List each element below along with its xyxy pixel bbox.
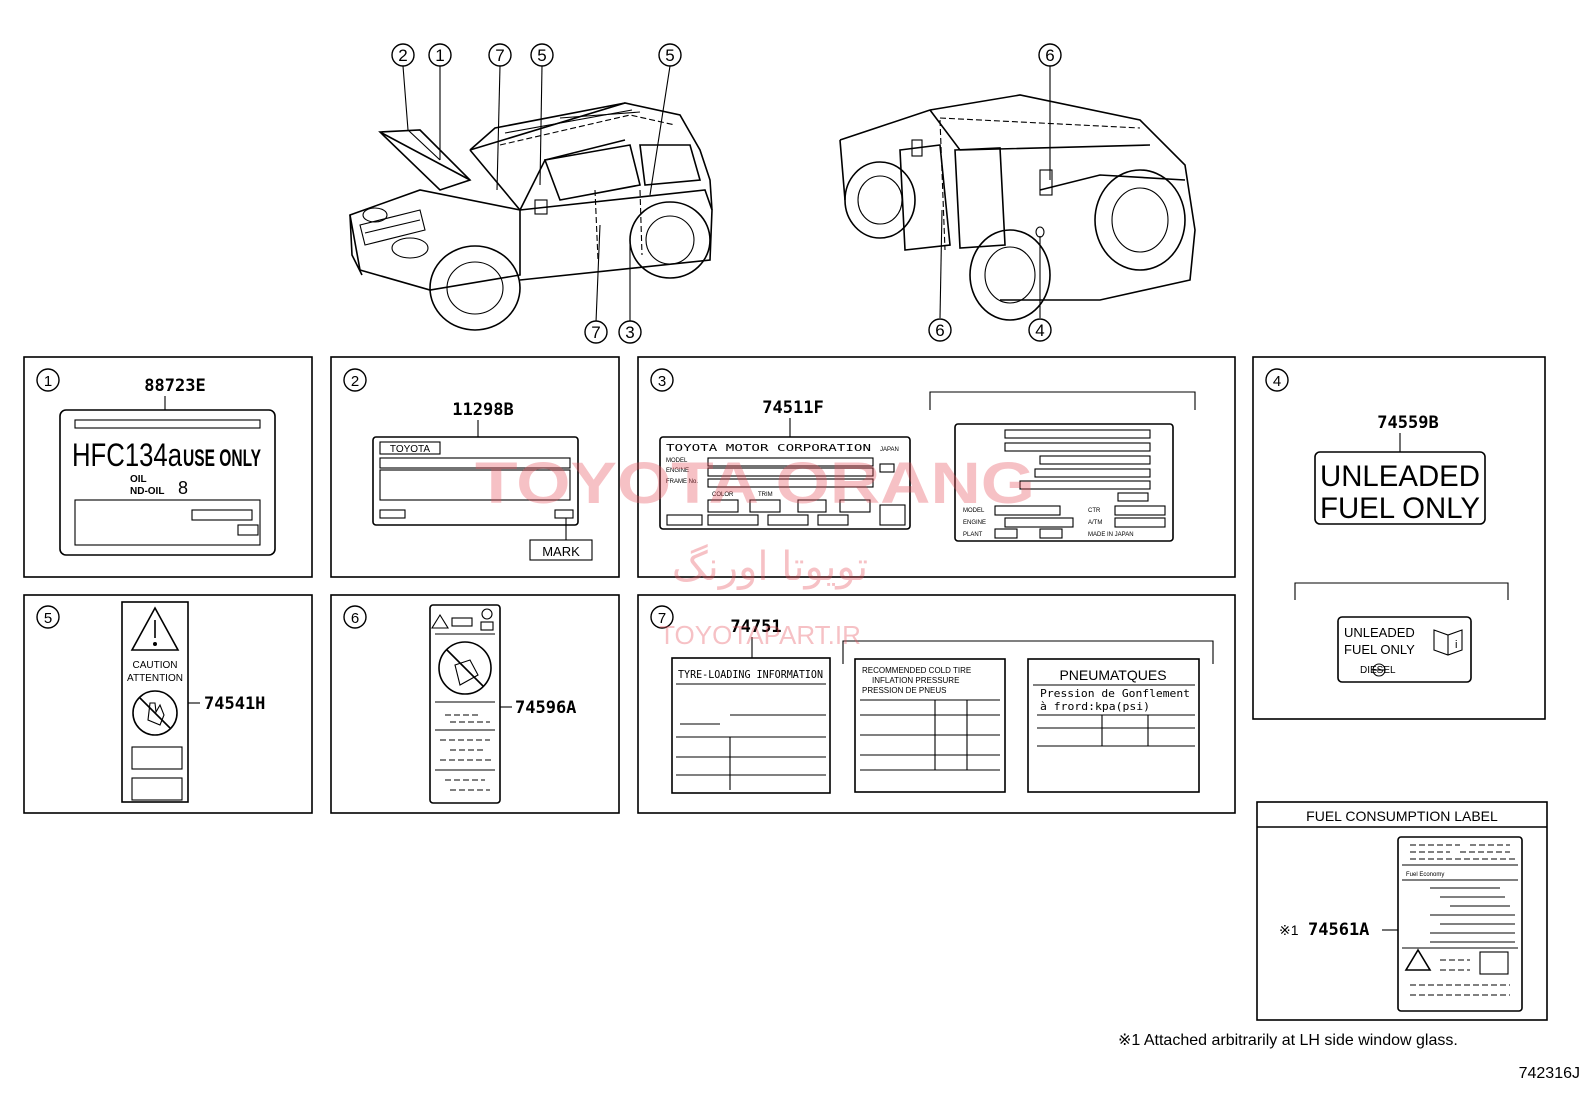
front-vehicle-drawing (349, 102, 713, 331)
svg-text:MODEL: MODEL (666, 458, 688, 464)
svg-text:TOYOTA ORANG: TOYOTA ORANG (475, 451, 1035, 516)
svg-text:تویوتا اورنگ: تویوتا اورنگ (672, 544, 868, 590)
hfc134a-text: HFC134a (72, 437, 182, 473)
svg-text:MADE IN JAPAN: MADE IN JAPAN (1088, 532, 1134, 538)
svg-text:MODEL: MODEL (963, 508, 985, 514)
svg-text:8: 8 (178, 478, 188, 498)
svg-text:i: i (1455, 639, 1457, 651)
callout-6-top: 6 (1038, 43, 1062, 67)
triangle-logo-icon (1404, 948, 1432, 971)
fuel-only-text: FUEL ONLY (1320, 492, 1480, 525)
watermark: TOYOTA ORANG تویوتا اورنگ TOYOTAPART.IR (475, 451, 1035, 650)
svg-text:1: 1 (44, 373, 52, 390)
svg-text:PLANT: PLANT (963, 532, 983, 538)
svg-text:6: 6 (935, 321, 944, 340)
callout-5-top-a: 5 (530, 43, 554, 67)
panel-6: 6 74596A (330, 594, 620, 814)
svg-text:ND-OIL: ND-OIL (130, 486, 164, 497)
svg-text:Pression de Gonflement: Pression de Gonflement (1040, 687, 1190, 700)
svg-text:5: 5 (44, 610, 52, 627)
diagram-id: 742316J (1519, 1065, 1580, 1082)
panel-2: 2 11298B TOYOTA MARK (330, 356, 620, 578)
footnote: ※1 Attached arbitrarily at LH side windo… (1118, 1032, 1458, 1049)
front-vehicle-leaders (402, 65, 671, 323)
part-number-74751: 74751 (730, 617, 781, 637)
toyota-brand-text: TOYOTA (390, 444, 431, 455)
no-hand-icon (132, 690, 178, 736)
svg-text:TYRE-LOADING INFORMATION: TYRE-LOADING INFORMATION (678, 668, 823, 681)
panel-7: 7 74751 TYRE-LOADING INFORMATION RECOMME… (637, 594, 1236, 814)
callout-3-bottom: 3 (618, 320, 642, 344)
unleaded-text: UNLEADED (1320, 460, 1480, 493)
panel-5: 5 CAUTION ATTENTION 74541H (23, 594, 313, 814)
svg-text:INFLATION PRESSURE: INFLATION PRESSURE (872, 676, 959, 685)
svg-text:5: 5 (665, 46, 674, 65)
callout-2-top: 2 (391, 43, 415, 67)
svg-text:CTR: CTR (1088, 508, 1101, 514)
svg-text:FUEL CONSUMPTION LABEL: FUEL CONSUMPTION LABEL (1306, 808, 1498, 824)
part-number-74596A: 74596A (515, 698, 576, 718)
svg-text:FRAME No.: FRAME No. (666, 479, 698, 485)
svg-text:TRIM: TRIM (758, 492, 773, 498)
svg-text:4: 4 (1273, 373, 1281, 390)
svg-text:TOYOTA MOTOR CORPORATION: TOYOTA MOTOR CORPORATION (666, 443, 871, 454)
svg-text:Fuel Economy: Fuel Economy (1406, 872, 1444, 878)
svg-text:6: 6 (1045, 46, 1054, 65)
svg-text:à frord:kpa(psi): à frord:kpa(psi) (1040, 700, 1150, 713)
svg-text:2: 2 (351, 373, 359, 390)
warning-triangle-icon (130, 606, 180, 651)
svg-text:UNLEADED: UNLEADED (1344, 625, 1415, 640)
part-number-74511F: 74511F (762, 398, 823, 418)
no-child-seat-icon (438, 641, 492, 695)
panel-3: 3 74511F TOYOTA MOTOR CORPORATION JAPAN … (637, 356, 1236, 578)
part-number-88723E: 88723E (144, 376, 205, 396)
svg-text:3: 3 (625, 323, 634, 342)
svg-text:5: 5 (537, 46, 546, 65)
svg-text:4: 4 (1035, 321, 1044, 340)
rear-vehicle-leaders (939, 66, 1051, 319)
svg-text:7: 7 (591, 323, 600, 342)
callouts: 2 1 7 5 5 7 3 6 6 4 (391, 43, 1062, 344)
callout-7-top: 7 (488, 43, 512, 67)
svg-text:ENGINE: ENGINE (963, 520, 986, 526)
svg-text:PNEUMATQUES: PNEUMATQUES (1059, 667, 1166, 683)
use-only-text: USE ONLY (183, 445, 261, 472)
svg-text:JAPAN: JAPAN (880, 447, 899, 453)
fuel-consumption-panel: FUEL CONSUMPTION LABEL Fuel Economy ※1 7… (1256, 801, 1548, 1021)
svg-text:3: 3 (658, 373, 666, 390)
svg-text:6: 6 (351, 610, 359, 627)
svg-text:RECOMMENDED COLD TIRE: RECOMMENDED COLD TIRE (862, 666, 971, 675)
svg-text:ENGINE: ENGINE (666, 468, 689, 474)
svg-text:7: 7 (658, 610, 666, 627)
rear-vehicle-drawing (839, 94, 1196, 321)
svg-text:PRESSION DE PNEUS: PRESSION DE PNEUS (862, 686, 946, 695)
panel-4: 4 74559B UNLEADED FUEL ONLY UNLEADED FUE… (1252, 356, 1546, 720)
svg-text:OIL: OIL (130, 474, 147, 485)
callout-1-top: 1 (428, 43, 452, 67)
part-number-74561A: 74561A (1308, 920, 1369, 940)
svg-text:1: 1 (435, 46, 444, 65)
callout-7-bottom: 7 (584, 320, 608, 344)
mark-text: MARK (542, 544, 580, 559)
panel-1: 1 88723E HFC134a USE ONLY OIL ND-OIL 8 (23, 356, 313, 578)
svg-text:ATTENTION: ATTENTION (127, 673, 183, 684)
svg-text:※1: ※1 (1279, 922, 1299, 938)
part-number-74541H: 74541H (204, 694, 265, 714)
svg-text:CAUTION: CAUTION (133, 660, 178, 671)
svg-text:FUEL ONLY: FUEL ONLY (1344, 642, 1415, 657)
svg-text:7: 7 (495, 46, 504, 65)
callout-5-top-b: 5 (658, 43, 682, 67)
callout-4-bottom: 4 (1028, 318, 1052, 342)
svg-text:2: 2 (398, 46, 407, 65)
part-number-11298B: 11298B (452, 400, 513, 420)
callout-6-bottom: 6 (928, 318, 952, 342)
svg-text:TOYOTAPART.IR: TOYOTAPART.IR (659, 620, 861, 650)
svg-text:COLOR: COLOR (712, 492, 734, 498)
part-number-74559B: 74559B (1377, 413, 1438, 433)
svg-text:A/TM: A/TM (1088, 520, 1102, 526)
